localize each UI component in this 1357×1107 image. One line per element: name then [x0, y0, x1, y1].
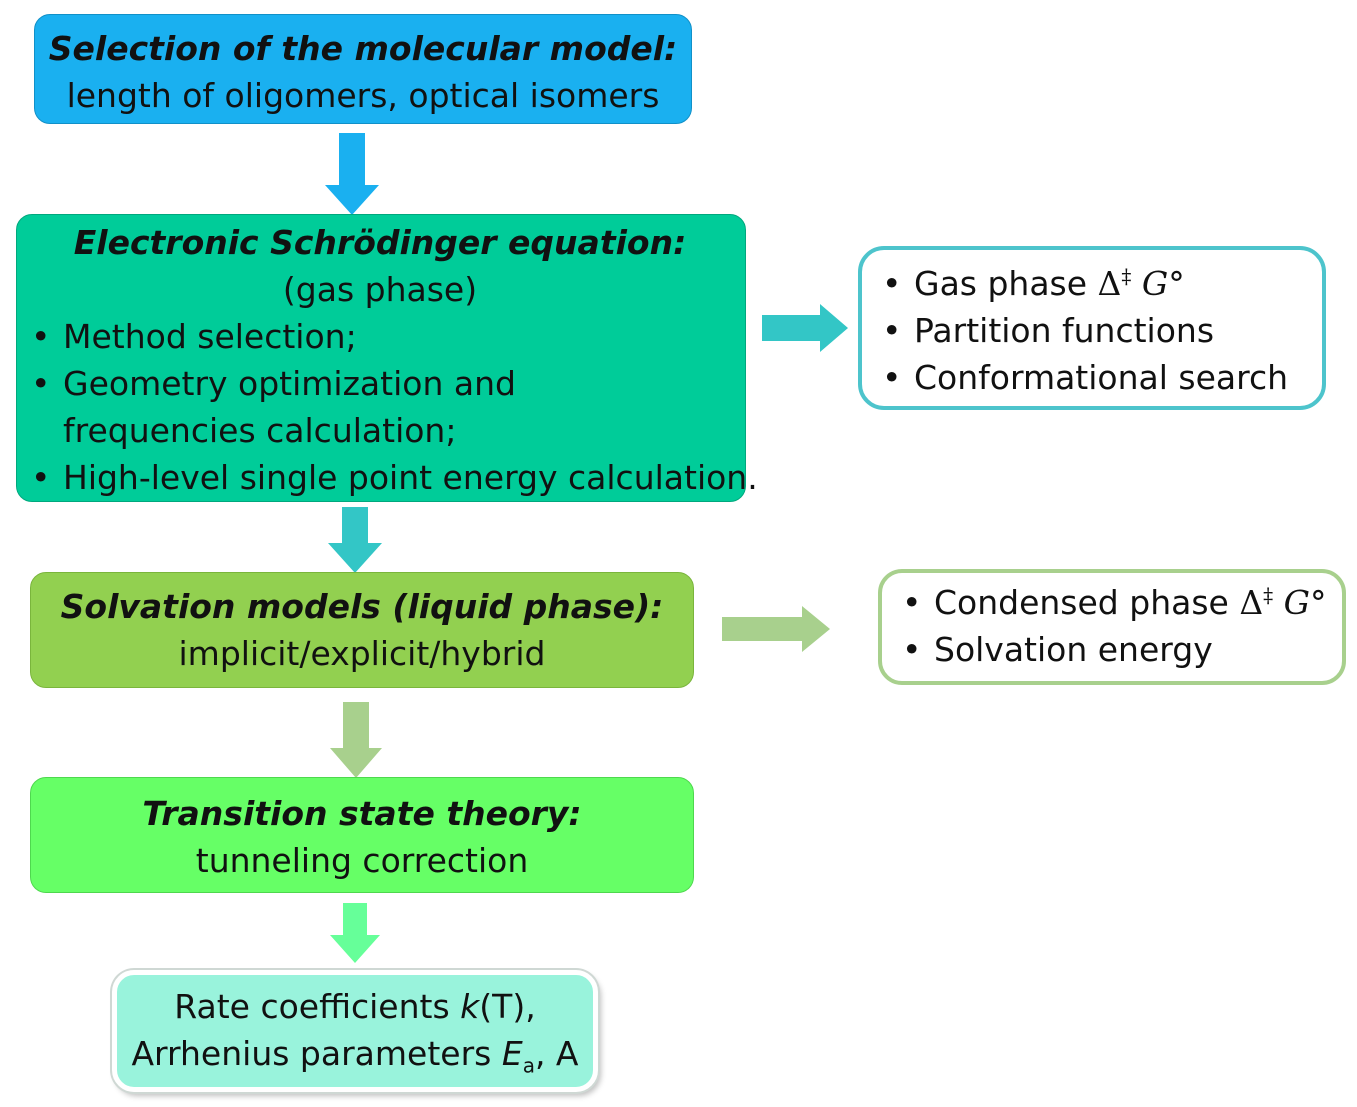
arrow-down-4	[330, 903, 380, 963]
tst-title: Transition state theory:	[142, 794, 582, 833]
tst-subtitle: tunneling correction	[195, 841, 529, 880]
solvation-subtitle: implicit/explicit/hybrid	[178, 634, 546, 673]
list-item: Gas phase Δ‡ G°	[874, 260, 1322, 307]
arrow-down-1	[325, 133, 379, 215]
condensed-phase-list: Condensed phase Δ‡ G° Solvation energy	[894, 579, 1342, 673]
schrodinger-title: Electronic Schrödinger equation:	[73, 223, 687, 262]
schrodinger-box: Electronic Schrödinger equation: (gas ph…	[16, 214, 758, 502]
list-item: Geometry optimization and frequencies ca…	[23, 360, 707, 454]
list-item: Condensed phase Δ‡ G°	[894, 579, 1342, 626]
rate-coefficients-box: Rate coefficients k(T), Arrhenius parame…	[112, 970, 598, 1092]
arrow-right-1	[762, 304, 848, 352]
list-item: Partition functions	[874, 307, 1322, 354]
list-item: Solvation energy	[894, 626, 1342, 673]
molecular-model-subtitle: length of oligomers, optical isomers	[66, 76, 660, 115]
delta-g-symbol: Δ‡ G°	[1097, 264, 1185, 303]
list-item: High-level single point energy calculati…	[23, 454, 758, 501]
gas-phase-list: Gas phase Δ‡ G° Partition functions Conf…	[874, 260, 1322, 401]
transition-state-theory-box: Transition state theory: tunneling corre…	[30, 777, 694, 893]
arrow-down-2	[328, 507, 382, 573]
gas-phase-results-box: Gas phase Δ‡ G° Partition functions Conf…	[858, 246, 1326, 410]
molecular-model-box: Selection of the molecular model: length…	[34, 14, 692, 124]
solvation-title: Solvation models (liquid phase):	[60, 587, 664, 626]
arrow-down-3	[330, 702, 382, 778]
arrow-right-2	[722, 606, 830, 652]
condensed-phase-results-box: Condensed phase Δ‡ G° Solvation energy	[878, 569, 1346, 685]
list-item: Conformational search	[874, 354, 1322, 401]
list-item: Method selection;	[23, 313, 707, 360]
delta-g-symbol: Δ‡ G°	[1239, 583, 1327, 622]
rate-coefficients-line: Rate coefficients k(T),	[174, 987, 536, 1026]
schrodinger-list: Method selection; Geometry optimization …	[23, 313, 758, 501]
schrodinger-subtitle: (gas phase)	[282, 270, 478, 309]
molecular-model-title: Selection of the molecular model:	[48, 29, 678, 68]
solvation-box: Solvation models (liquid phase): implici…	[30, 572, 694, 688]
arrhenius-parameters-line: Arrhenius parameters Ea, A	[131, 1034, 579, 1078]
